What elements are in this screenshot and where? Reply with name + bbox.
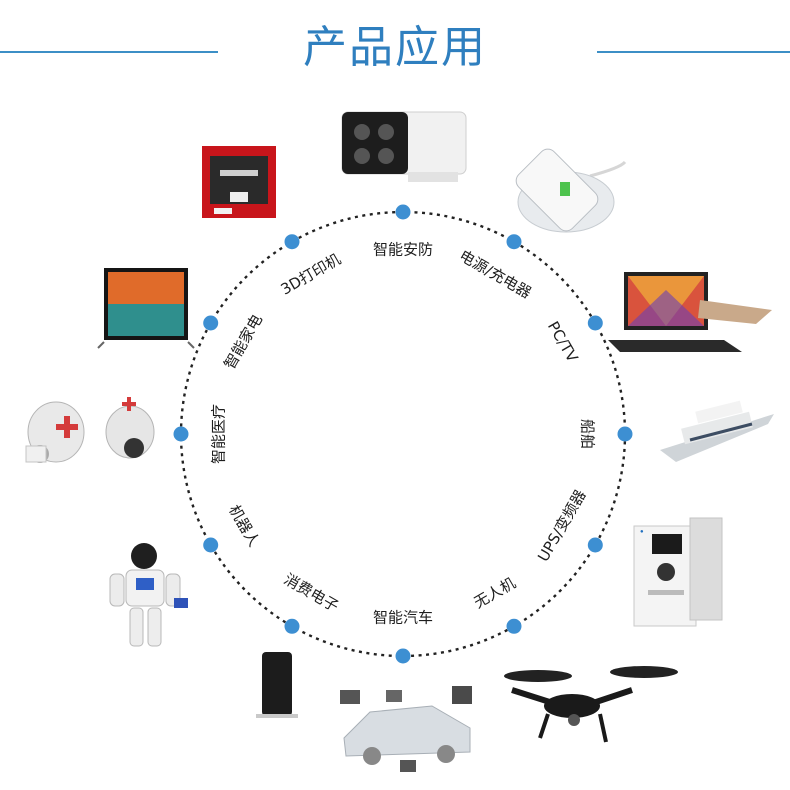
security-camera-icon [341,111,467,182]
3d-printer-icon [202,146,276,218]
ship-icon [660,400,774,462]
application-label: 3D打印机 [278,250,344,299]
robot-icon [109,543,188,647]
ring-node-dot [203,537,219,553]
ring-node-dot [395,648,411,664]
ring-node-dot [506,234,522,250]
svg-text:●: ● [640,529,644,535]
smart-car-icon [340,686,472,772]
drone-icon [504,666,678,743]
medical-robot-icon [25,397,155,463]
application-label: 智能汽车 [373,609,433,627]
application-label: 智能安防 [373,241,433,259]
laptop-icon [608,272,772,352]
ring-node-dot [506,618,522,634]
speaker-icon [256,652,298,718]
wireless-charger-icon [515,148,627,233]
application-ring [179,210,627,658]
ring-node-dot [617,426,633,442]
ring-node-dot [587,537,603,553]
ring-node-dot [284,234,300,250]
inverter-icon: ● [633,517,723,627]
ring-node-dot [203,315,219,331]
application-label: 无人机 [471,574,519,612]
ring-node-dot [587,315,603,331]
application-label: UPS/变频器 [534,487,589,565]
page-title: 产品应用 [303,22,487,73]
title-line-right [597,51,790,53]
application-label: 消费电子 [281,570,342,616]
application-label: PC/TV [544,318,582,366]
application-label: 电源/充电器 [456,246,534,302]
application-label: 机器人 [225,502,263,550]
tv-icon [97,268,195,349]
application-label: 智能家电 [220,311,266,372]
ring-node-dot [284,618,300,634]
application-label: 智能医疗 [210,404,228,464]
ring-node-dot [395,204,411,220]
application-label: 船舶 [579,419,597,449]
ring-node-dot [173,426,189,442]
title-line-left [0,51,218,53]
